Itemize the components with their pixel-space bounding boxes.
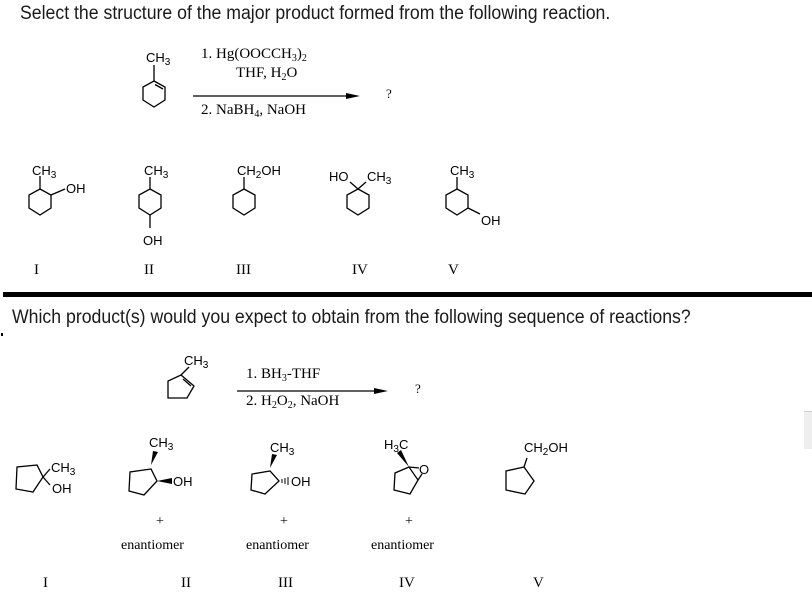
q2-choice-2-numeral: II bbox=[181, 575, 191, 591]
q1-choice-2-oh: OH bbox=[143, 233, 163, 248]
q1-choice-1-structure bbox=[28, 176, 66, 216]
q2-choice-5-structure bbox=[505, 457, 535, 495]
q1-choice-4-ch3: CH3 bbox=[367, 169, 392, 187]
q1-choice-3-ch2oh: CH2OH bbox=[237, 163, 281, 181]
q2-choice-4-plus: + bbox=[405, 514, 413, 529]
q1-choice-2-numeral: II bbox=[144, 262, 154, 278]
q1-choice-1-numeral: I bbox=[34, 262, 39, 278]
q2-reactant-ch3-label: CH3 bbox=[184, 353, 209, 371]
q2-choice-2-ch3: CH3 bbox=[149, 435, 174, 453]
q1-reactant-ring bbox=[142, 65, 166, 108]
q2-reaction-arrow bbox=[237, 388, 388, 394]
q2-reactant-ring bbox=[167, 366, 195, 399]
q2-choice-5-ch2oh: CH2OH bbox=[524, 440, 568, 458]
q1-reactant-ch3-label: CH3 bbox=[146, 50, 171, 68]
q1-choice-5-ch3: CH3 bbox=[450, 163, 475, 181]
q2-choice-1-oh: OH bbox=[52, 481, 72, 496]
q1-choice-5-numeral: V bbox=[448, 262, 459, 278]
q2-choice-1-ch3: CH3 bbox=[51, 460, 76, 478]
q1-choice-5-oh: OH bbox=[481, 213, 501, 228]
q1-choice-4-ho: HO bbox=[329, 169, 349, 184]
q2-choice-5-numeral: V bbox=[533, 575, 544, 591]
q1-choice-3-numeral: III bbox=[236, 262, 251, 278]
q2-choice-1-numeral: I bbox=[43, 575, 48, 591]
q2-reagent-step2: 2. H2O2, NaOH bbox=[246, 393, 340, 411]
q2-choice-3-structure bbox=[250, 454, 289, 495]
q2-choice-4-h3c: H3C bbox=[384, 437, 409, 455]
q1-reagent-solvent: THF, H2O bbox=[236, 65, 298, 83]
q1-reagent-step1: 1. Hg(OOCCH3)2 bbox=[201, 46, 307, 64]
q1-choice-4-structure bbox=[346, 181, 370, 216]
q2-choice-2-enantiomer: enantiomer bbox=[121, 538, 184, 553]
q1-choice-3-structure bbox=[232, 177, 256, 216]
question2-prompt: Which product(s) would you expect to obt… bbox=[12, 307, 691, 328]
scrollbar-fragment[interactable] bbox=[804, 411, 812, 449]
q2-choice-4-o: O bbox=[419, 462, 430, 477]
q2-choice-3-plus: + bbox=[280, 514, 288, 529]
section-divider bbox=[3, 292, 812, 297]
q2-reagent-step1: 1. BH3-THF bbox=[246, 366, 321, 384]
q2-choice-2-plus: + bbox=[156, 514, 164, 529]
q2-choice-2-oh: OH bbox=[173, 474, 193, 489]
q1-choice-5-structure bbox=[445, 177, 481, 216]
question1-prompt: Select the structure of the major produc… bbox=[20, 3, 611, 24]
q2-product-placeholder: ? bbox=[415, 381, 421, 396]
q1-choice-1-ch3: CH3 bbox=[32, 163, 57, 181]
q1-choice-2-ch3: CH3 bbox=[144, 163, 169, 181]
q2-choice-2-structure bbox=[128, 451, 172, 496]
q1-choice-4-numeral: IV bbox=[352, 262, 368, 278]
q1-reaction-arrow bbox=[193, 93, 360, 99]
q1-choice-1-oh: OH bbox=[66, 181, 86, 196]
q1-choice-2-structure bbox=[138, 177, 162, 228]
q2-choice-3-enantiomer: enantiomer bbox=[246, 538, 309, 553]
q2-choice-4-numeral: IV bbox=[399, 575, 415, 591]
q2-choice-4-enantiomer: enantiomer bbox=[371, 538, 434, 553]
q1-product-placeholder: ? bbox=[386, 86, 392, 101]
q2-choice-4-structure bbox=[393, 450, 423, 495]
margin-mark bbox=[1, 333, 3, 336]
q2-choice-3-numeral: III bbox=[278, 575, 293, 591]
q2-choice-3-ch3: CH3 bbox=[270, 440, 295, 458]
q1-reagent-step2: 2. NaBH4, NaOH bbox=[201, 102, 306, 120]
q2-choice-1-structure bbox=[15, 464, 51, 493]
q2-choice-3-oh: OH bbox=[291, 474, 311, 489]
